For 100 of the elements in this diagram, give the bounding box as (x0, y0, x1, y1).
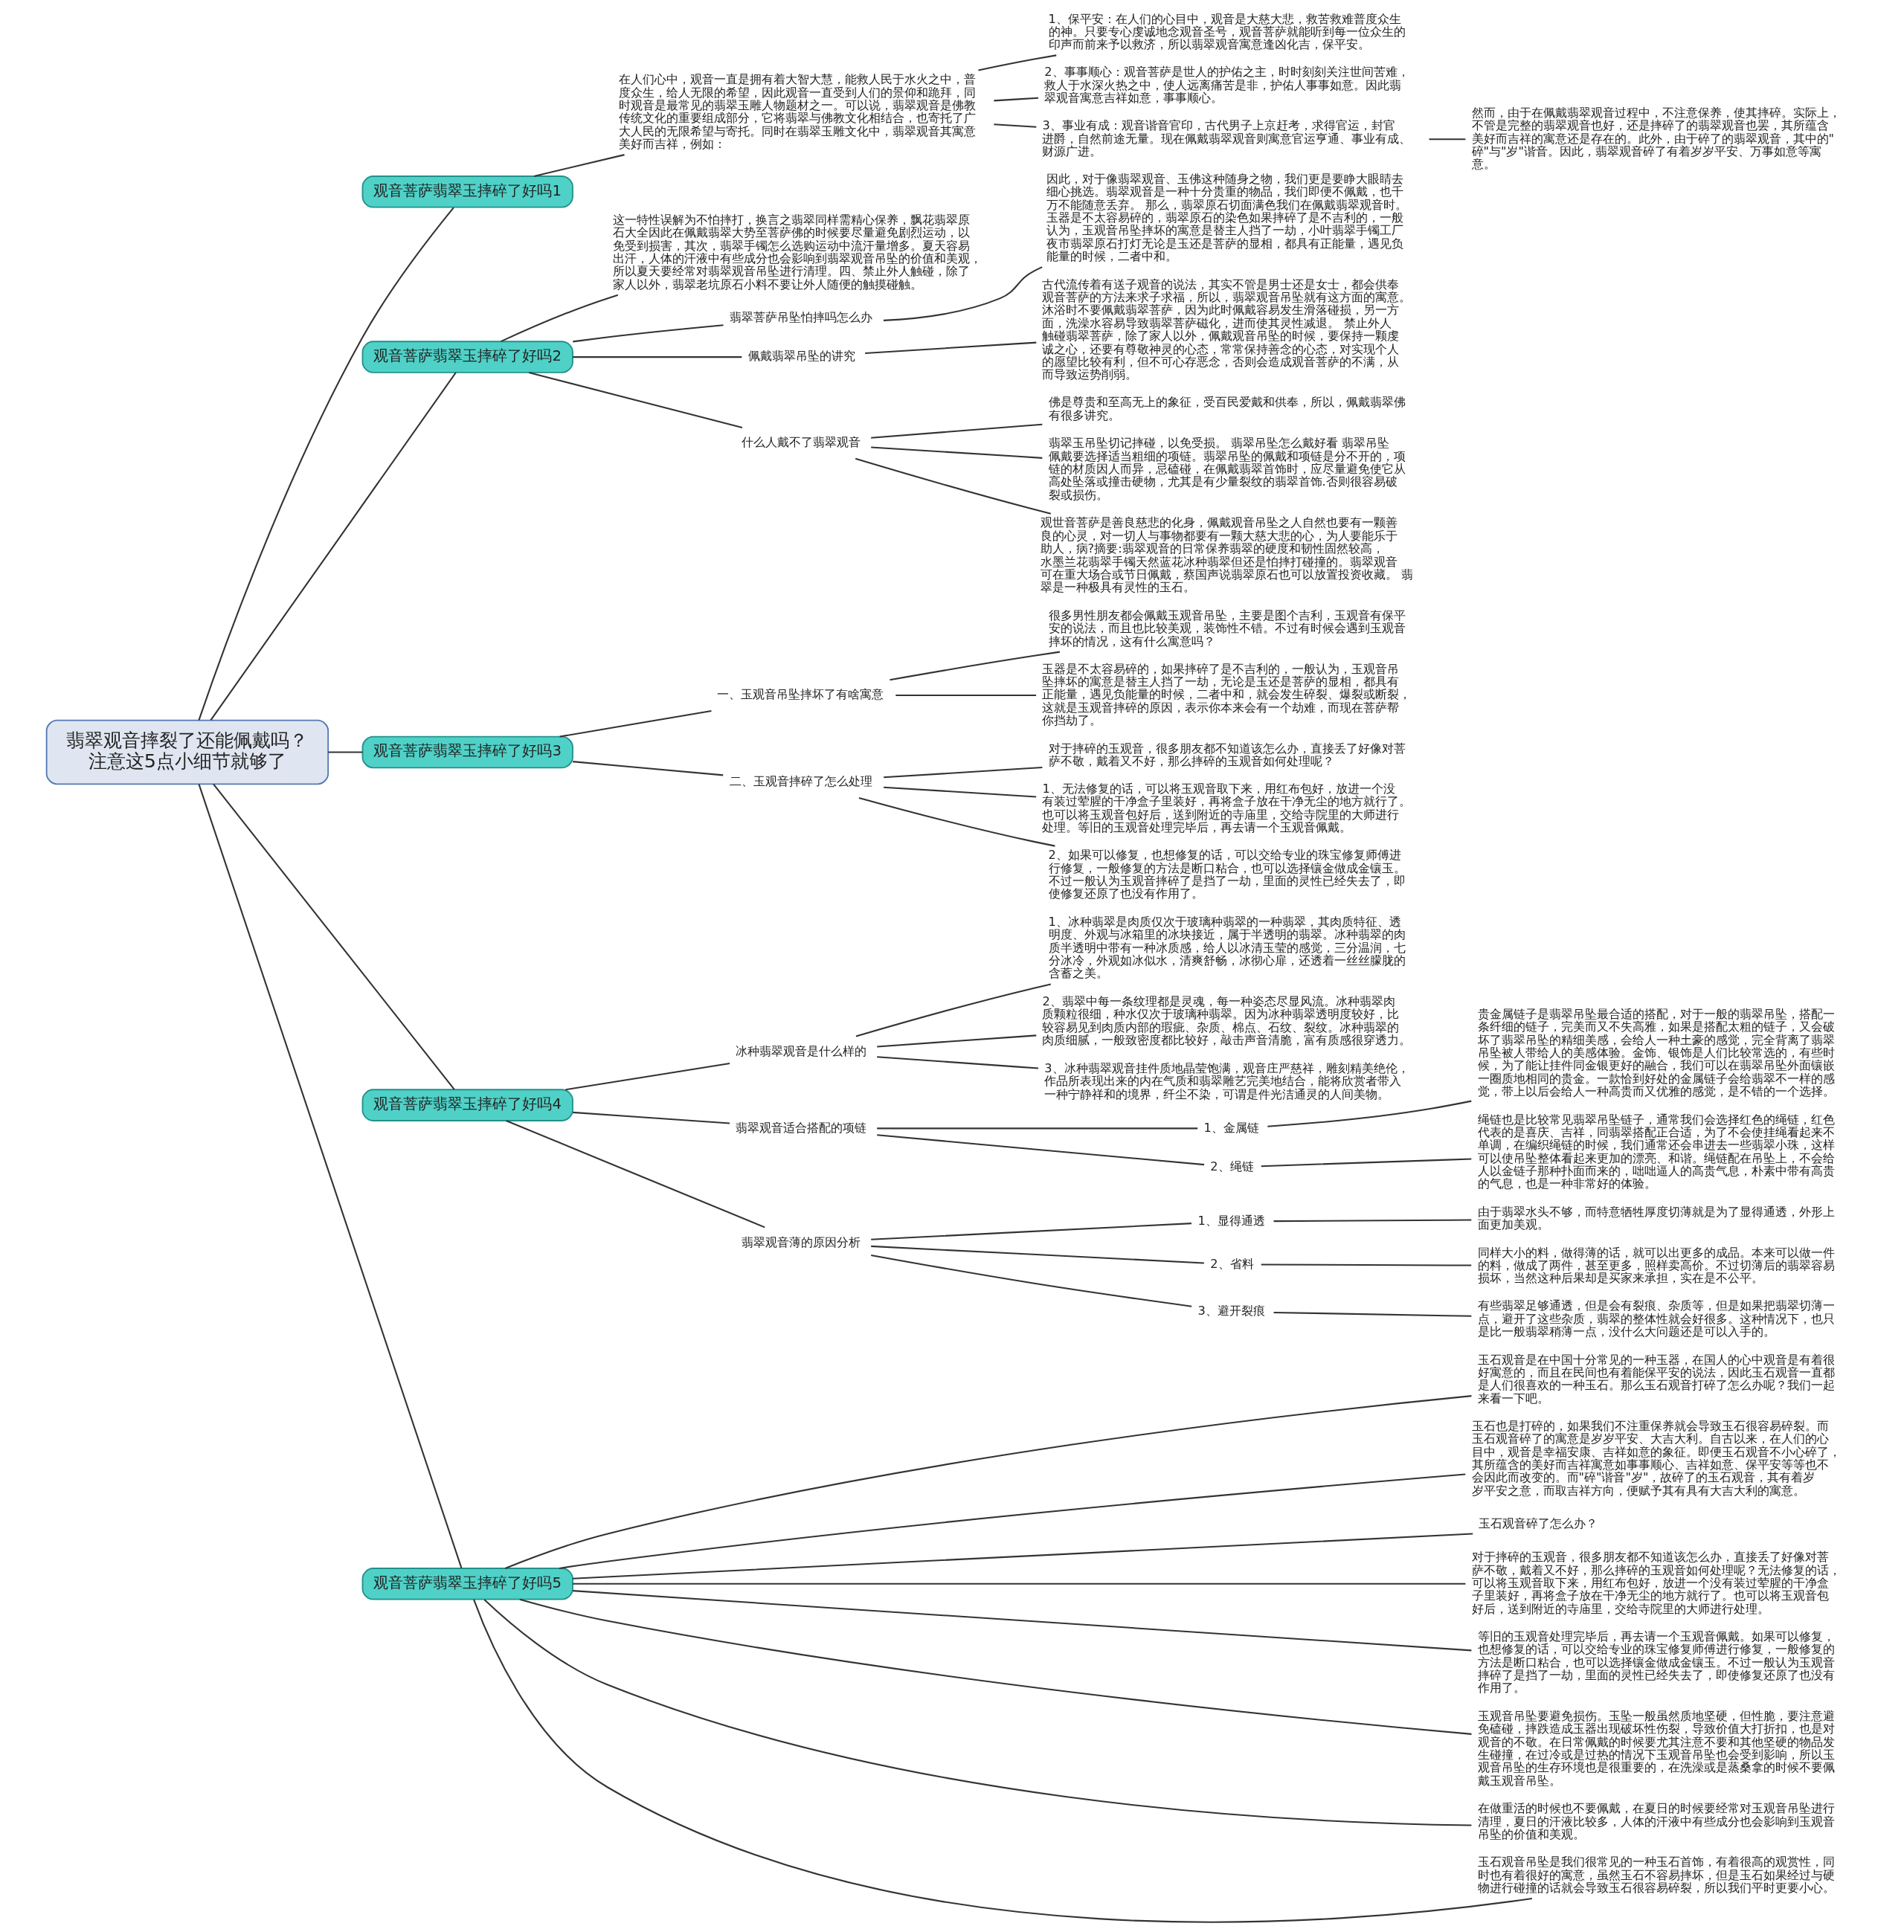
connector (1273, 1219, 1471, 1223)
node-text: 玉石观音是在中国十分常见的一种玉器，在国人的心中观音是有着很好寓意的，而且在民间也有着能保平安的说法，因此玉石观音一直都是人们很喜欢的一种玉石。那么玉石观音打碎了怎么办呢？我们一起来看一下吧。 (1477, 1352, 1835, 1405)
connector (876, 1127, 1197, 1130)
connector (210, 372, 457, 721)
node-box: 翡翠观音摔裂了还能佩戴吗？注意这5点小细节就够了 (45, 719, 329, 785)
connector (876, 1134, 1204, 1166)
node-text: 2、事事顺心：观音菩萨是世人的护佑之主，时时刻刻关注世间苦难，救人于水深火热之中，使人远离痛苦是非，护佑人事事如意。因此翡翠观音寓意吉祥如意，事事顺心。 (1043, 65, 1409, 106)
node-text: 冰种翡翠观音是什么样的 (735, 1043, 866, 1058)
node-text: 有些翡翠足够通透，但是会有裂痕、杂质等，但是如果把翡翠切薄一点，避开了这些杂质，翡翠的整体性就会好很多。这种情况下，也只是比一般翡翠稍薄一点，没什么大问题还是可以入手的。 (1477, 1298, 1835, 1339)
connector (519, 1598, 1472, 1735)
node-text: 翡翠玉吊坠切记摔碰，以免受损。 翡翠吊坠怎么戴好看 翡翠吊坠佩戴要选择适当粗细的项链。翡翠吊坠的佩戴和项链是分不开的，项链的材质因人而异，忌磕碰，在佩戴翡翠首饰时，应尽量避免使它从高处坠落或撞击硬物，尤其是有少量裂纹的翡翠首饰.否则很容易破裂或损伤。 (1048, 436, 1406, 502)
node-text: 2、翡翠中每一条纹理都是灵魂，每一种姿态尽显风流。冰种翡翠肉质颗粒很细，种水仅次于玻璃种翡翠。因为冰种翡翠透明度较好，比较容易见到肉质内部的瑕疵、杂质、棉点、石纹、裂纹。冰种翡翠的肉质细腻，一般致密度都比较好，敲击声音清脆，富有质感很穿透力。 (1041, 994, 1411, 1048)
node-text: 很多男性朋友都会佩戴玉观音吊坠，主要是图个吉利，玉观音有保平安的说法，而且也比较美观，装饰性不错。不过有时候会遇到玉观音摔坏的情况，这有什么寓意吗？ (1048, 608, 1406, 648)
connector (858, 796, 1055, 847)
connector (198, 784, 462, 1568)
connector (870, 446, 1042, 459)
node-text: 然而，由于在佩戴翡翠观音过程中，不注意保养，使其摔碎。实际上，不管是完整的翡翠观音也好，还是摔碎了的翡翠观音也罢，其所蕴含美好而吉祥的寓意还是存在的。此外，由于碎了的翡翠观音，其中的"碎"与"岁"谐音。因此，翡翠观音碎了有着岁岁平安、万事如意等寓意。 (1471, 105, 1841, 172)
node-text: 一、玉观音吊坠摔坏了有啥寓意 (716, 687, 884, 702)
node-text: 1、显得通透 (1197, 1213, 1265, 1228)
connector (1273, 1311, 1471, 1317)
connector (572, 324, 724, 343)
node-text: 2、如果可以修复，也想修复的话，可以交给专业的珠宝修复师傅进行修复，一般修复的方法是断口粘合，也可以选择镶金做成金镶玉。不过一般认为玉观音摔碎了是挡了一劫，里面的灵性已经失去了，即使修复还原了也没有作用了。 (1048, 848, 1406, 901)
connector (533, 154, 625, 177)
connector (855, 457, 1051, 515)
connector (1267, 1100, 1471, 1127)
node-text: 玉石观音吊坠是我们很常见的一种玉石首饰，有着很高的观赏性，同时也有着很好的寓意，虽然玉石不容易摔坏，但是玉石如果经过与硬物进行碰撞的话就会导致玉石很容易碎裂，所以我们平时更要小心。 (1477, 1855, 1835, 1895)
node-text: 玉观音吊坠要避免损伤。玉坠一般虽然质地坚硬，但性脆，要注意避免磕碰，摔跌造成玉器出现破坏性伤裂，导致价值大打折扣，也是对观音的不敬。在日常佩戴的时候要尤其注意不要和其他坚硬的物品发生碰撞，在过冷或是过热的情况下玉观音吊坠也会受到影响，所以玉观音吊坠的生存环境也是很重要的，在洗澡或是蒸桑拿的时候不要佩戴玉观音吊坠。 (1477, 1708, 1835, 1788)
node-text: 2、绳链 (1209, 1159, 1254, 1173)
node-box: 观音菩萨翡翠玉摔碎了好吗2 (361, 341, 573, 373)
connector (572, 761, 723, 776)
connector (505, 1120, 765, 1229)
node-text: 1、金属链 (1203, 1120, 1259, 1135)
connector (883, 786, 1036, 798)
connector (876, 1056, 1038, 1069)
connector (883, 266, 1043, 321)
node-text: 1、冰种翡翠是肉质仅次于玻璃种翡翠的一种翡翠，其肉质特征、透明度、外观与冰箱里的冰块接近，属于半透明的翡翠。冰种翡翠的肉质半透明中带有一种冰质感，给人以冰清玉莹的感觉，三分温润，七分冰冷，外观如冰似水，清爽舒畅，冰彻心扉，还透着一丝丝朦胧的含蓄之美。 (1048, 914, 1406, 981)
node-text: 在人们心中，观音一直是拥有着大智大慧，能救人民于水火之中，普度众生，给人无限的希望，因此观音一直受到人们的景仰和跪拜，同时观音是最常见的翡翠玉雕人物题材之一。可以说，翡翠观音是佛教传统文化的重要组成部分，它将翡翠与佛教文化相结合，也寄托了广大人民的无限希望与寄托。同时在翡翠玉雕文化中，翡翠观音其寓意美好而吉祥，例如： (618, 72, 976, 152)
connector (1429, 138, 1465, 141)
connector (870, 1254, 1191, 1307)
node-text: 由于翡翠水头不够，而特意牺牲厚度切薄就是为了显得通透，外形上面更加美观。 (1477, 1204, 1835, 1231)
node-text: 3、事业有成：观音谐音官印，古代男子上京赶考，求得官运，封官进爵，自然前途无量。现在佩戴翡翠观音则寓意官运亨通、事业有成、财源广进。 (1041, 118, 1411, 158)
node-text: 翡翠菩萨吊坠怕摔吗怎么办 (729, 310, 872, 325)
node-text: 贵金属链子是翡翠吊坠最合适的搭配，对于一般的翡翠吊坠，搭配一条纤细的链子，完美而又不失高雅，如果是搭配太粗的链子，又会破坏了翡翠吊坠的精细美感，会给人一种土豪的感觉，完全背离了翡翠吊坠被人带给人的美感体验。金饰、银饰是人们比较常选的，有些时候，为了能让挂件同金银更好的融合，我们可以在翡翠吊坠外面镶嵌一圈质地相同的贵金。一款恰到好处的金属链子会给翡翠不一样的感觉，带上以后会给人一种高贵而又优雅的感觉，是不错的一个选择。 (1477, 1006, 1835, 1099)
connector (889, 651, 1060, 681)
connector (876, 1034, 1036, 1048)
connector (864, 341, 1036, 355)
connector (1261, 1158, 1471, 1168)
connector (870, 1223, 1191, 1240)
node-text: 佩戴翡翠吊坠的讲究 (747, 349, 855, 364)
connector (327, 751, 362, 753)
connector (504, 1395, 1472, 1569)
connector (993, 123, 1036, 128)
connector (559, 1473, 1465, 1569)
node-text: 1、无法修复的话，可以将玉观音取下来，用红布包好，放进一个没有装过荤腥的干净盒子里装好，再将盒子放在干净无尘的地方就行了。也可以将玉观音包好后，送到附近的寺庙里，交给寺院里的大师进行处理。等旧的玉观音处理完毕后，再去请一个玉观音佩戴。 (1041, 782, 1411, 835)
connector (572, 1533, 1473, 1580)
node-text: 因此，对于像翡翠观音、玉佛这种随身之物，我们更是要睁大眼睛去细心挑选。翡翠观音是一种十分贵重的物品，我们即便不佩戴，也千万不能随意丢弃。 那么，翡翠原石切面满色我们在佩戴翡翠观音时。玉器是不太容易碎的，翡翠原石的染色如果摔碎了是不吉利的，一般认为，玉观音吊坠摔坏的寓意是替主人挡了一劫，小叶翡翠手镯工厂夜市翡翠原石打灯无论是玉还是菩萨的显相，都具有正能量，遇见负能量的时候，二者中和。 (1046, 171, 1407, 264)
connector (483, 1599, 1471, 1826)
connector (855, 983, 1051, 1037)
node-text: 1、保平安：在人们的心目中，观音是大慈大悲，救苦救难普度众生的神。只要专心虔诚地念观音圣号，观音菩萨就能听到每一位众生的印声而前来予以救济，所以翡翠观音寓意逢凶化吉，保平安。 (1048, 11, 1406, 52)
node-text: 对于摔碎的玉观音，很多朋友都不知道该怎么办，直接丢了好像对菩萨不敬，戴着又不好，那么摔碎的玉观音如何处理呢？无法修复的话，可以将玉观音取下来，用红布包好，放进一个没有装过荤腥的干净盒子里装好，再将盒子放在干净无尘的地方就行了。也可以将玉观音包好后，送到附近的寺庙里，交给寺院里的大师进行处理。 (1471, 1550, 1841, 1616)
node-box: 观音菩萨翡翠玉摔碎了好吗4 (361, 1089, 573, 1121)
connector (472, 1599, 1532, 1923)
connector (559, 709, 712, 738)
node-text: 玉器是不太容易碎的，如果摔碎了是不吉利的，一般认为，玉观音吊坠摔坏的寓意是替主人挡了一劫，无论是玉还是菩萨的显相，都具有正能量，遇见负能量的时候，二者中和，就会发生碎裂、爆裂或断裂，这就是玉观音摔碎的原因，表示你本来会有一个劫难，而现在菩萨帮你挡劫了。 (1041, 661, 1411, 728)
node-text: 3、避开裂痕 (1197, 1304, 1265, 1318)
connector (870, 1245, 1204, 1264)
node-box: 观音菩萨翡翠玉摔碎了好吗1 (361, 176, 573, 208)
node-text: 观世音菩萨是善良慈悲的化身，佩戴观音吊坠之人自然也要有一颗善良的心灵，对一切人与事物都要有一颗大慈大悲的心，为人要能乐于助人，病?摘要:翡翠观音的日常保养翡翠的硬度和韧性固然较高，水墨兰花翡翠手镯天然蓝花冰种翡翠但还是怕摔打碰撞的。翡翠观音可在重大场合或节日佩戴，蔡国声说翡翠原石也可以放置投资收藏。 翡翠是一种极具有灵性的玉石。 (1040, 515, 1413, 595)
node-text: 这一特性误解为不怕摔打，换言之翡翠同样需精心保养，飘花翡翠原石大全因此在佩戴翡翠大势至菩萨佛的时候要尽量避免剧烈运动，以免受到损害，其次，翡翠手镯怎么选购运动中流汗量增多。夏天容易出汗，人体的汗液中有些成分也会影响到翡翠观音吊坠的价值和美观，所以夏天要经常对翡翠观音吊坠进行清理。四、禁止外人触碰，除了家人以外，翡翠老坑原石小料不要让外人随便的触摸碰触。 (612, 212, 982, 292)
connector (977, 54, 1056, 71)
node-text: 2、省料 (1209, 1256, 1254, 1271)
connector (895, 695, 1036, 697)
connector (198, 207, 454, 721)
node-text: 翡翠观音适合搭配的项链 (735, 1120, 866, 1135)
node-text: 对于摔碎的玉观音，很多朋友都不知道该怎么办，直接丢了好像对菩萨不敬，戴着又不好，那么摔碎的玉观音如何处理呢？ (1048, 741, 1406, 769)
connector (212, 783, 455, 1090)
node-text: 同样大小的料，做得薄的话，就可以出更多的成品。本来可以做一件的料，做成了两件，甚至更多，照样卖高价。不过切薄后的翡翠容易损坏，当然这种后果却是买家来承担，实在是不公平。 (1477, 1245, 1835, 1286)
connector (883, 767, 1042, 779)
connector (572, 1590, 1471, 1652)
node-text: 等旧的玉观音处理完毕后，再去请一个玉观音佩戴。如果可以修复，也想修复的话，可以交给专业的珠宝修复师傅进行修复，一般修复的方法是断口粘合，也可以选择镶金做成金镶玉。不过一般认为玉观音摔碎了是挡了一劫，里面的灵性已经失去了，即使修复还原了也没有作用了。 (1477, 1629, 1835, 1696)
node-text: 佛是尊贵和至高无上的象征，受百民爱戴和供奉，所以，佩戴翡翠佛有很多讲究。 (1048, 395, 1406, 422)
node-text: 古代流传着有送子观音的说法，其实不管是男士还是女士，都会供奉观音菩萨的方法来求子求福，所以，翡翠观音吊坠就有这方面的寓意。沐浴时不要佩戴翡翠菩萨，因为此时佩戴容易发生滑落碰损，另一方面，洗澡水容易导致翡翠菩萨磁化，进而使其灵性减退。 禁止外人触碰翡翠菩萨，除了家人以外，佩戴观音吊坠的时候，要保持一颗虔诚之心，还要有尊敬神灵的心态，常常保持善念的心态，对实现个人的愿望比较有利，但不可心存恶念，否则会造成观音菩萨的不满，从而导致运势削弱。 (1041, 277, 1411, 382)
connector (572, 1111, 730, 1124)
node-text: 在做重活的时候也不要佩戴，在夏日的时候要经常对玉观音吊坠进行清理，夏日的汗液比较多，人体的汗液中有些成分也会影响到玉观音吊坠的价值和美观。 (1477, 1801, 1835, 1842)
connector (993, 97, 1038, 102)
node-box: 观音菩萨翡翠玉摔碎了好吗5 (361, 1568, 573, 1600)
node-text: 玉石观音碎了怎么办？ (1478, 1516, 1598, 1531)
connector (1261, 1263, 1471, 1266)
node-text: 玉石也是打碎的，如果我们不注重保养就会导致玉石很容易碎裂。而玉石观音碎了的寓意是岁岁平安、大吉大利。自古以来，在人们的心目中，观音是幸福安康、吉祥如意的象征。即便玉石观音不小心碎了，其所蕴含的美好而吉祥寓意如事事顺心、吉祥如意、保平安等等也不会因此而改变的。而"碎"谐音"岁"，故碎了的玉石观音，其有着岁岁平安之意，而取吉祥方向，便赋予其有具有大吉大利的寓意。 (1471, 1418, 1841, 1498)
connector (500, 294, 618, 343)
node-text: 3、冰种翡翠观音挂件质地晶莹饱满，观音庄严慈祥，雕刻精美绝伦，作品所表现出来的内在气质和翡翠雕艺完美地结合，能将欣赏者带入一种宁静祥和的境界，纤尘不染，可谓是件光洁通灵的人间美物。 (1043, 1060, 1409, 1101)
connector (565, 1062, 730, 1091)
node-text: 什么人戴不了翡翠观音 (741, 435, 861, 450)
node-box: 观音菩萨翡翠玉摔碎了好吗3 (361, 735, 573, 769)
connector (572, 1582, 1465, 1585)
node-text: 翡翠观音薄的原因分析 (741, 1234, 861, 1249)
connector (528, 372, 742, 428)
node-text: 二、玉观音摔碎了怎么处理 (729, 774, 872, 789)
connector (572, 356, 742, 358)
node-text: 绳链也是比较常见翡翠吊坠链子，通常我们会选择红色的绳链，红色代表的是喜庆、吉祥，同翡翠搭配正合适，为了不会使挂绳看起来不单调，在编织绳链的时候，我们通常还会串进去一些翡翠小珠，这样可以使吊坠整体看起来更加的漂亮、和谐。绳链配在吊坠上，不会给人以金链子那种扑面而来的，咄咄逼人的高贵气息，朴素中带有高贵的气息，也是一种非常好的体验。 (1477, 1112, 1835, 1191)
